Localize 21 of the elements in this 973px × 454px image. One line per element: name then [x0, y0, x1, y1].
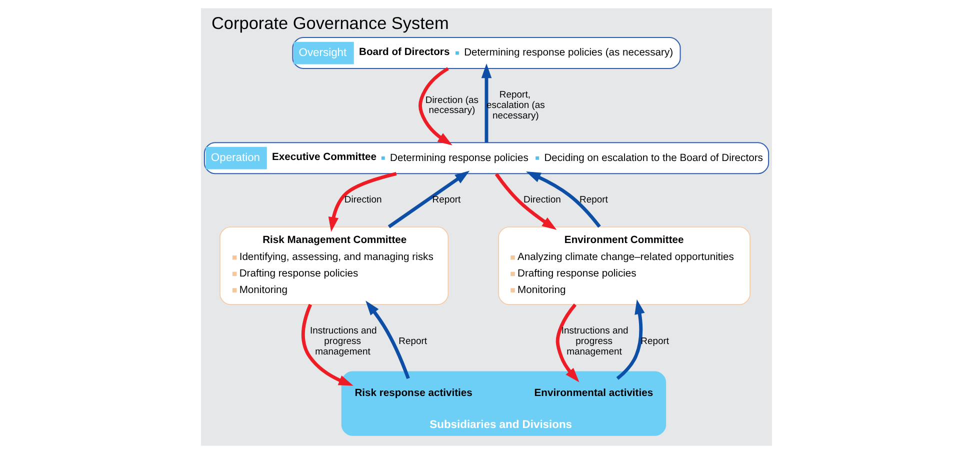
edge-label: Direction [524, 194, 561, 206]
arrow [418, 67, 452, 146]
edge-label: Direction (as necessary) [425, 94, 479, 116]
arrow [494, 172, 557, 230]
arrow [328, 172, 397, 232]
edge-label: Instructions and progress management [310, 326, 377, 358]
edge-label: Report [432, 194, 461, 206]
node-box: Risk Management Committee Identifying, assessing, and managing risks Drafting response policies Monitoring [220, 226, 449, 305]
arrow [388, 170, 470, 228]
node-text: Environmental activities [534, 388, 654, 399]
edge-label: Instructions and progress management [561, 326, 628, 358]
edge-label: Direction [344, 194, 382, 206]
node-box: Environment Committee Analyzing climate change–related opportunities Drafting response policies Monitoring [498, 226, 750, 305]
node-text: Risk response activities [354, 388, 472, 399]
arrow [526, 172, 601, 228]
diagram-title: Corporate Governance System [212, 12, 449, 33]
arrow [556, 304, 580, 382]
edge-label: Report [398, 336, 428, 347]
edge-label: Report [580, 194, 608, 206]
arrow [302, 304, 354, 386]
arrow [481, 63, 492, 142]
